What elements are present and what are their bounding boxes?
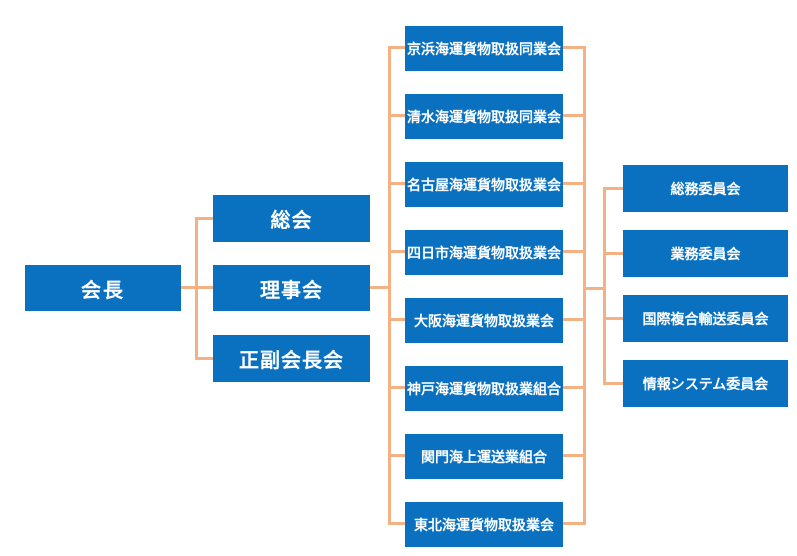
org-node-operations-committee: 業務委員会	[623, 230, 788, 277]
connector-line	[603, 187, 606, 385]
connector-line	[370, 286, 391, 289]
connector-line	[583, 46, 586, 525]
connector-line	[195, 217, 198, 360]
org-node-general-affairs-committee: 総務委員会	[623, 165, 788, 212]
connector-line	[603, 317, 623, 320]
connector-line	[563, 182, 586, 185]
connector-line	[388, 182, 405, 185]
connector-line	[388, 46, 405, 49]
connector-line	[388, 250, 405, 253]
connector-line	[563, 46, 586, 49]
org-node-keihin-association: 京浜海運貨物取扱同業会	[405, 26, 563, 71]
connector-line	[563, 318, 586, 321]
connector-line	[583, 287, 606, 290]
connector-line	[388, 454, 405, 457]
connector-line	[388, 318, 405, 321]
connector-line	[603, 252, 623, 255]
org-node-information-systems-committee: 情報システム委員会	[623, 360, 788, 407]
connector-line	[563, 114, 586, 117]
connector-line	[388, 46, 391, 525]
connector-line	[563, 454, 586, 457]
connector-line	[195, 357, 213, 360]
org-node-yokkaichi-association: 四日市海運貨物取扱業会	[405, 230, 563, 275]
connector-line	[603, 187, 623, 190]
connector-line	[563, 522, 586, 525]
org-node-kobe-association: 神戸海運貨物取扱業組合	[405, 366, 563, 411]
org-node-kanmon-association: 関門海上運送業組合	[405, 434, 563, 479]
connector-line	[563, 250, 586, 253]
org-node-general-assembly: 総会	[213, 195, 370, 242]
org-node-chairman: 会長	[25, 265, 181, 311]
connector-line	[563, 386, 586, 389]
org-node-tohoku-association: 東北海運貨物取扱業会	[405, 502, 563, 547]
org-node-nagoya-association: 名古屋海運貨物取扱業会	[405, 162, 563, 207]
connector-line	[388, 114, 405, 117]
connector-line	[195, 217, 213, 220]
org-node-board-of-directors: 理事会	[213, 265, 370, 311]
connector-line	[388, 386, 405, 389]
org-node-shimizu-association: 清水海運貨物取扱同業会	[405, 94, 563, 139]
org-node-osaka-association: 大阪海運貨物取扱業会	[405, 298, 563, 343]
org-node-vice-chairman-meeting: 正副会長会	[213, 335, 370, 382]
connector-line	[603, 382, 623, 385]
org-node-intermodal-transport-committee: 国際複合輸送委員会	[623, 295, 788, 342]
connector-line	[388, 522, 405, 525]
